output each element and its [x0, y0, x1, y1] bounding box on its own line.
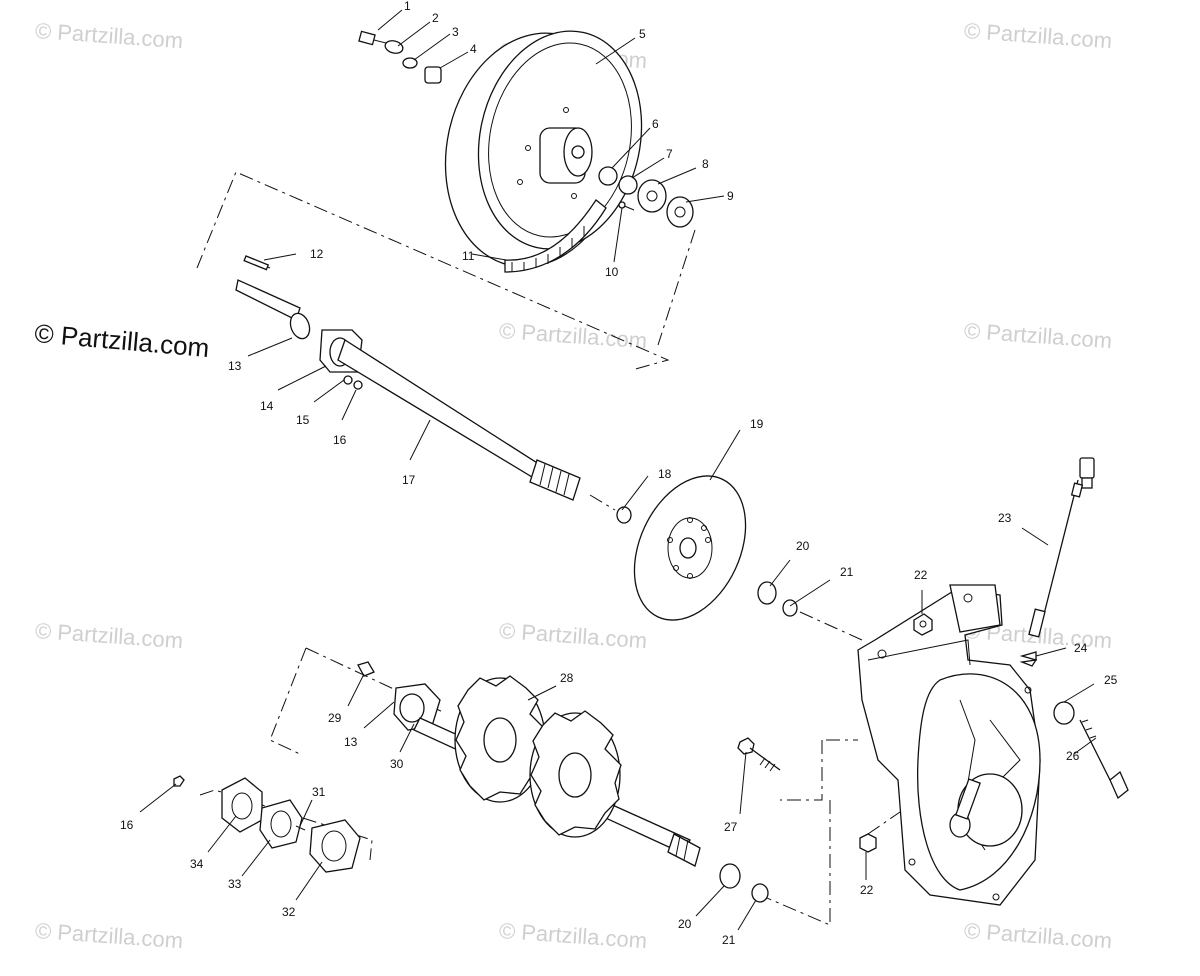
- drive-shaft: [269, 647, 769, 903]
- callout-17: 17: [402, 473, 416, 487]
- callout-16: 16: [333, 433, 347, 447]
- callout-5: 5: [639, 27, 646, 41]
- callout-24: 24: [1074, 641, 1088, 655]
- assembly-line: [759, 800, 831, 926]
- fastener-stack: [358, 30, 442, 84]
- callout-13: 13: [228, 359, 242, 373]
- leader-lines: [139, 9, 1097, 931]
- callout-labels: 1 2 3 4 5 6 7 8 9 10 11 12 13 14 15 16 1…: [120, 0, 1118, 947]
- callout-29: 29: [328, 711, 342, 725]
- clutch-washers: [598, 166, 694, 228]
- chaincase: [857, 584, 1041, 906]
- callout-15: 15: [296, 413, 310, 427]
- callout-9: 9: [727, 189, 734, 203]
- bolt-27: [737, 737, 781, 772]
- callout-13b: 13: [344, 735, 358, 749]
- nut-22-lower: [859, 833, 877, 853]
- dipstick: [1028, 457, 1095, 638]
- callout-16b: 16: [120, 818, 134, 832]
- jackshaft: [235, 255, 581, 501]
- callout-33: 33: [228, 877, 242, 891]
- callout-30: 30: [390, 757, 404, 771]
- callout-11: 11: [462, 249, 475, 263]
- callout-31: 31: [312, 785, 326, 799]
- callout-23: 23: [998, 511, 1012, 525]
- callout-20b: 20: [678, 917, 692, 931]
- assembly-line: [867, 811, 901, 835]
- callout-18: 18: [658, 467, 672, 481]
- clutch-assembly: [444, 30, 643, 273]
- callout-7: 7: [666, 147, 673, 161]
- assembly-line: [657, 229, 696, 346]
- callout-8: 8: [702, 157, 709, 171]
- sprocket: [454, 675, 547, 803]
- callout-2: 2: [432, 11, 439, 25]
- callout-4: 4: [470, 42, 477, 56]
- callout-27: 27: [724, 820, 738, 834]
- nut-22: [913, 613, 933, 636]
- callout-32: 32: [282, 905, 296, 919]
- callout-22: 22: [914, 568, 928, 582]
- callout-25: 25: [1104, 673, 1118, 687]
- callout-28: 28: [560, 671, 574, 685]
- callout-19: 19: [750, 417, 764, 431]
- flange-plates: [173, 775, 373, 873]
- bolts-right: [1019, 651, 1129, 800]
- assembly-line: [780, 740, 823, 801]
- brake-disc: [589, 475, 863, 641]
- callout-21b: 21: [722, 933, 736, 947]
- callout-10: 10: [605, 265, 619, 279]
- sprocket: [529, 710, 622, 838]
- callout-22b: 22: [860, 883, 874, 897]
- callout-34: 34: [190, 857, 204, 871]
- callout-20: 20: [796, 539, 810, 553]
- callout-3: 3: [452, 25, 459, 39]
- callout-1: 1: [404, 0, 411, 13]
- callout-14: 14: [260, 399, 274, 413]
- callout-26: 26: [1066, 749, 1080, 763]
- callout-6: 6: [652, 117, 659, 131]
- callout-12: 12: [310, 247, 324, 261]
- callout-21: 21: [840, 565, 854, 579]
